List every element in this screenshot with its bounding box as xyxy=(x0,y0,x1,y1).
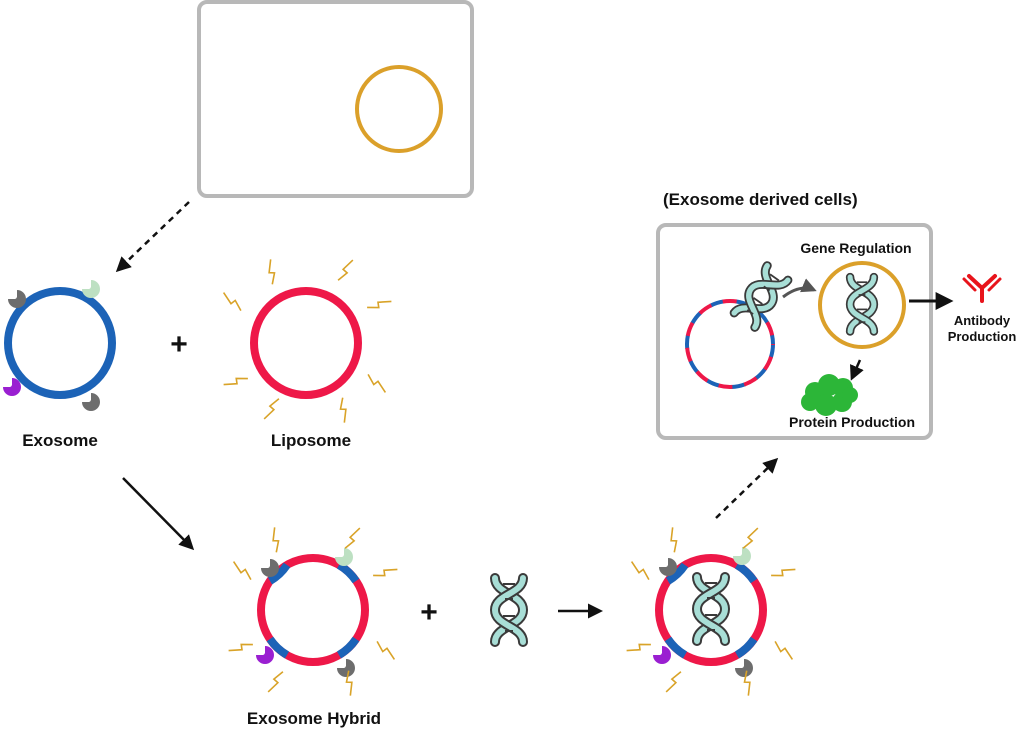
receptor-icon xyxy=(3,378,21,396)
lightning-icon xyxy=(625,637,652,658)
lightning-icon xyxy=(219,291,246,312)
lightning-icon xyxy=(263,395,280,423)
liposome xyxy=(219,256,393,424)
lightning-icon xyxy=(227,637,254,658)
protein-cloud-icon xyxy=(801,374,858,416)
lightning-icon xyxy=(267,526,284,554)
recipient-nucleus xyxy=(818,261,906,349)
antibody-icon xyxy=(962,274,1002,303)
receptor-icon xyxy=(261,559,279,577)
broken-hybrid-membrane xyxy=(685,299,775,389)
lightning-icon xyxy=(344,524,361,552)
delivery-dashed-arrow xyxy=(715,457,779,519)
plus-sign: + xyxy=(170,328,188,361)
lightning-icon xyxy=(627,560,654,581)
exosome xyxy=(3,280,116,411)
liposome-label: Liposome xyxy=(271,431,351,450)
source-cell xyxy=(197,0,474,198)
lightning-icon xyxy=(742,524,759,552)
dna-loaded-hybrid xyxy=(625,524,797,697)
lightning-icon xyxy=(372,640,399,661)
dna-entry-arrow xyxy=(782,278,817,299)
plus-sign: + xyxy=(420,596,438,629)
dna-icon xyxy=(495,578,523,642)
lightning-icon xyxy=(267,668,284,696)
recipient-cell: Gene Regulation Protein Production xyxy=(656,223,933,440)
lightning-icon xyxy=(372,562,399,583)
receptor-icon xyxy=(733,547,751,565)
exosome-derived-cells-title: (Exosome derived cells) xyxy=(663,190,858,209)
fusion-arrow xyxy=(122,477,195,551)
source-cell-nucleus xyxy=(355,65,443,153)
lightning-icon xyxy=(222,371,249,392)
protein-production-label: Protein Production xyxy=(789,414,915,430)
lightning-icon xyxy=(363,373,390,394)
receptor-icon xyxy=(735,659,753,677)
antibody-production-label-line1: Antibody xyxy=(954,313,1011,328)
lightning-icon xyxy=(770,640,797,661)
lightning-icon xyxy=(770,562,797,583)
receptor-icon xyxy=(659,558,677,576)
lightning-icon xyxy=(665,526,682,554)
exosome-hybrid xyxy=(227,524,399,697)
lightning-icon xyxy=(263,258,280,286)
receptor-icon xyxy=(82,393,100,411)
receptor-icon xyxy=(337,659,355,677)
lightning-icon xyxy=(229,560,256,581)
lightning-icon xyxy=(335,396,352,424)
lightning-icon xyxy=(366,294,393,315)
to-protein-arrow xyxy=(850,359,864,381)
gene-regulation-label: Gene Regulation xyxy=(800,240,911,256)
exosome-hybrid-label: Exosome Hybrid xyxy=(247,709,381,728)
receptor-icon xyxy=(335,548,353,566)
lightning-icon xyxy=(337,256,354,284)
receptor-icon xyxy=(8,290,26,308)
exosome-label: Exosome xyxy=(22,431,98,450)
receptor-icon xyxy=(653,646,671,664)
receptor-icon xyxy=(256,646,274,664)
antibody-production-label-line2: Production xyxy=(948,329,1017,344)
secretion-dashed-arrow xyxy=(115,201,190,273)
receptor-icon xyxy=(82,280,100,298)
lightning-icon xyxy=(665,668,682,696)
dna-icon xyxy=(697,577,725,641)
